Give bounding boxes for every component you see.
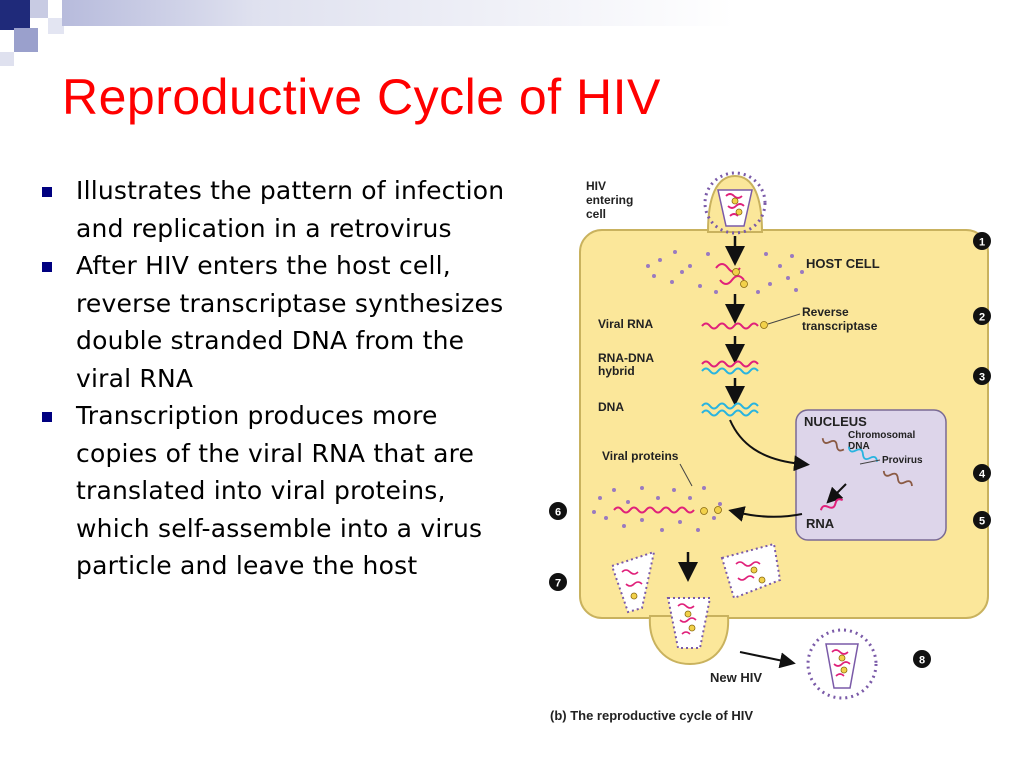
enzyme-dot xyxy=(740,280,748,288)
label-host-cell: HOST CELL xyxy=(806,256,880,271)
step-badge: 4 xyxy=(973,464,991,482)
step-number: 1 xyxy=(979,237,985,249)
hybrid-dna-strand xyxy=(701,367,759,375)
chromosomal-dna-strand xyxy=(821,438,845,452)
step-number: 6 xyxy=(555,507,561,519)
bullet-square-icon xyxy=(42,187,52,197)
arrow-integration xyxy=(729,419,810,472)
label-hybrid: hybrid xyxy=(598,364,635,378)
provirus-strand xyxy=(847,446,878,462)
top-band xyxy=(62,0,1024,26)
new-hiv-particle xyxy=(806,628,878,700)
hiv-cycle-diagram: HIV entering cell HOST CELL Viral RNA Re… xyxy=(549,171,991,723)
corner-square-tiny xyxy=(0,52,14,66)
corner-square-small xyxy=(48,18,64,34)
label-rna-dna: RNA-DNA xyxy=(598,351,654,365)
label-reverse: Reverse xyxy=(802,305,849,319)
uncoating-cluster xyxy=(646,250,804,294)
step-badge: 8 xyxy=(913,650,931,668)
assembly-cluster xyxy=(592,486,722,532)
enzyme-dot xyxy=(714,506,722,514)
bullet-item: After HIV enters the host cell, reverse … xyxy=(36,247,522,397)
step-badge: 5 xyxy=(973,511,991,529)
bullet-item: Illustrates the pattern of infection and… xyxy=(36,172,522,247)
corner-square-light xyxy=(30,0,48,18)
label-viral-proteins: Viral proteins xyxy=(602,449,679,463)
label-hiv-entering-2: entering xyxy=(586,193,633,207)
assembled-virus-right xyxy=(720,542,782,600)
label-nucleus: NUCLEUS xyxy=(804,414,867,429)
step-number: 3 xyxy=(979,372,985,384)
step-number: 2 xyxy=(979,312,985,324)
label-provirus: Provirus xyxy=(882,455,923,466)
bullet-text: After HIV enters the host cell, reverse … xyxy=(76,251,504,393)
step-number: 5 xyxy=(979,516,985,528)
label-hiv-entering-3: cell xyxy=(586,207,606,221)
label-transcriptase: transcriptase xyxy=(802,319,878,333)
corner-square-mid xyxy=(14,28,38,52)
corner-square-dark xyxy=(0,0,30,30)
step-badge: 6 xyxy=(549,502,567,520)
enzyme-dot xyxy=(700,507,708,515)
label-chromosomal-dna: DNA xyxy=(848,441,870,452)
slide-title: Reproductive Cycle of HIV xyxy=(62,69,661,125)
label-rna: RNA xyxy=(806,516,835,531)
nuclear-rna-strand xyxy=(819,498,844,511)
step-badge: 7 xyxy=(549,573,567,591)
step-number: 8 xyxy=(919,655,925,667)
arrow-export-rna xyxy=(728,506,803,522)
step-number: 7 xyxy=(555,578,561,590)
bullet-item: Transcription produces more copies of th… xyxy=(36,397,522,585)
arrow-transcription xyxy=(826,483,847,504)
bullet-text: Illustrates the pattern of infection and… xyxy=(76,176,505,243)
figure-caption: (b) The reproductive cycle of HIV xyxy=(550,708,753,723)
label-dna: DNA xyxy=(598,400,624,414)
bullet-list: Illustrates the pattern of infection and… xyxy=(36,172,522,585)
step-number: 4 xyxy=(979,469,986,481)
step-badge: 1 xyxy=(973,232,991,250)
budding-virus xyxy=(666,597,712,649)
entering-virus xyxy=(703,171,767,235)
reverse-transcriptase-dot xyxy=(760,321,768,329)
label-viral-rna: Viral RNA xyxy=(598,317,653,331)
enzyme-dot xyxy=(732,268,740,276)
arrow-release xyxy=(739,651,796,669)
bullet-text: Transcription produces more copies of th… xyxy=(76,401,483,580)
label-chromosomal: Chromosomal xyxy=(848,430,915,441)
step-badge: 2 xyxy=(973,307,991,325)
step-badge: 3 xyxy=(973,367,991,385)
bullet-square-icon xyxy=(42,262,52,272)
assembled-virus-left xyxy=(610,550,656,614)
new-viral-rna xyxy=(613,506,695,514)
hiv-cycle-figure: HIV entering cell HOST CELL Viral RNA Re… xyxy=(530,168,1022,738)
hybrid-rna-strand xyxy=(701,360,759,368)
reverse-pointer xyxy=(767,313,801,325)
proteins-pointer xyxy=(679,463,693,487)
label-new-hiv: New HIV xyxy=(710,670,762,685)
dna-strand-2 xyxy=(701,409,759,417)
dna-strand-1 xyxy=(701,402,759,410)
bullet-square-icon xyxy=(42,412,52,422)
chromosomal-dna-strand-2 xyxy=(882,470,913,487)
label-hiv-entering: HIV xyxy=(586,179,606,193)
provirus-pointer xyxy=(859,459,881,465)
viral-rna-strand xyxy=(701,322,759,330)
